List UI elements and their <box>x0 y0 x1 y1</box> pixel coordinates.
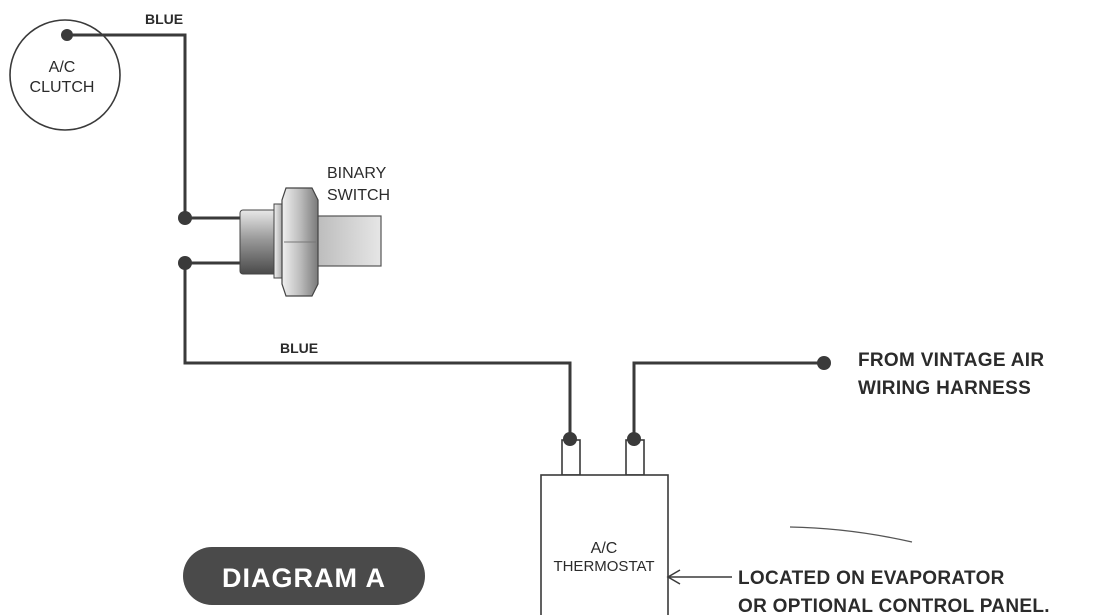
binary-switch <box>185 187 382 297</box>
blue-wire-top-label: BLUE <box>145 11 183 27</box>
thermostat-label-line1: A/C <box>591 540 618 557</box>
harness-label-line2: WIRING HARNESS <box>858 378 1031 399</box>
diagram-badge: DIAGRAM A <box>183 547 425 605</box>
ac-clutch-label-line2: CLUTCH <box>30 79 95 96</box>
harness-wire <box>632 361 824 437</box>
location-label-line1: LOCATED ON EVAPORATOR <box>738 568 1005 589</box>
blue-wire-mid-label: BLUE <box>280 340 318 356</box>
thermostat-terminal-left-dot <box>563 432 577 446</box>
ac-thermostat: A/C THERMOSTAT <box>540 432 669 615</box>
diagram-badge-label: DIAGRAM A <box>222 563 386 593</box>
binary-switch-probe <box>314 215 382 267</box>
thermostat-body <box>540 474 669 615</box>
harness-label-line1: FROM VINTAGE AIR <box>858 350 1044 371</box>
pencil-mark <box>789 526 913 543</box>
location-label-line2: OR OPTIONAL CONTROL PANEL. <box>738 596 1050 615</box>
location-arrow-head <box>666 569 681 585</box>
thermostat-label-line2: THERMOSTAT <box>553 558 654 575</box>
ac-clutch-label-line1: A/C <box>49 59 76 76</box>
thermostat-terminal-right-dot <box>627 432 641 446</box>
ac-clutch-circle <box>9 19 121 131</box>
blue-wire-top <box>67 33 245 220</box>
harness-terminal-dot <box>817 356 831 370</box>
binary-switch-body <box>239 209 279 275</box>
binary-switch-label-line1: BINARY <box>327 165 387 182</box>
clutch-terminal-dot <box>61 29 73 41</box>
binary-switch-terminal-top <box>178 211 192 225</box>
binary-switch-label-line2: SWITCH <box>327 187 390 204</box>
blue-wire-mid <box>183 263 572 437</box>
diagram-badge-pill <box>183 547 425 605</box>
